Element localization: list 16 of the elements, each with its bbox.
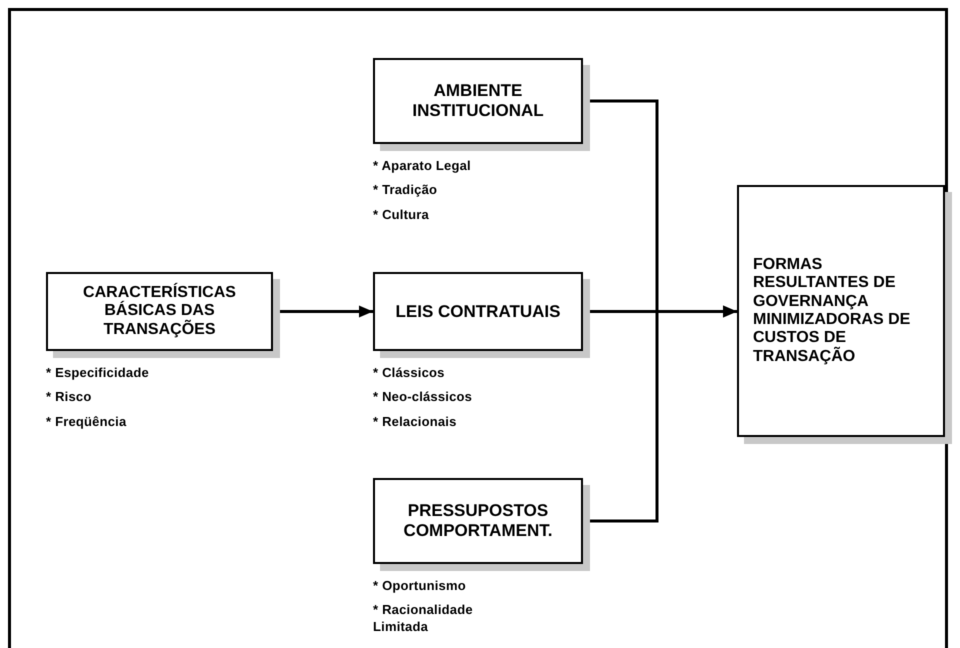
box-label: CARACTERÍSTICAS BÁSICAS DAS TRANSAÇÕES <box>82 284 237 340</box>
bullet-item: * Racionalidade Limitada <box>373 602 474 635</box>
box-label: FORMAS RESULTANTES DE GOVERNANÇA MINIMIZADORAS DE CUSTOS DE TRANSAÇÃO <box>753 256 912 366</box>
bullet-item: * Clássicos <box>373 365 446 382</box>
box-label: AMBIENTE INSTITUCIONAL <box>411 81 545 121</box>
bullet-item: * Freqüência <box>46 414 128 430</box>
bullet-item: * Especificidade <box>46 365 149 382</box>
bullet-item: * Cultura <box>373 206 430 223</box>
box-label: LEIS CONTRATUAIS <box>396 302 560 322</box>
bullet-item: * Aparato Legal <box>373 158 471 174</box>
box-label: PRESSUPOSTOS COMPORTAMENT. <box>402 501 554 541</box>
bullet-item: * Risco <box>46 389 92 406</box>
bullet-item: * Relacionais <box>373 414 458 430</box>
bullet-item: * Tradição <box>373 182 438 198</box>
bullet-item: * Oportunismo <box>373 578 467 594</box>
bullet-item: * Neo-clássicos <box>373 389 472 406</box>
